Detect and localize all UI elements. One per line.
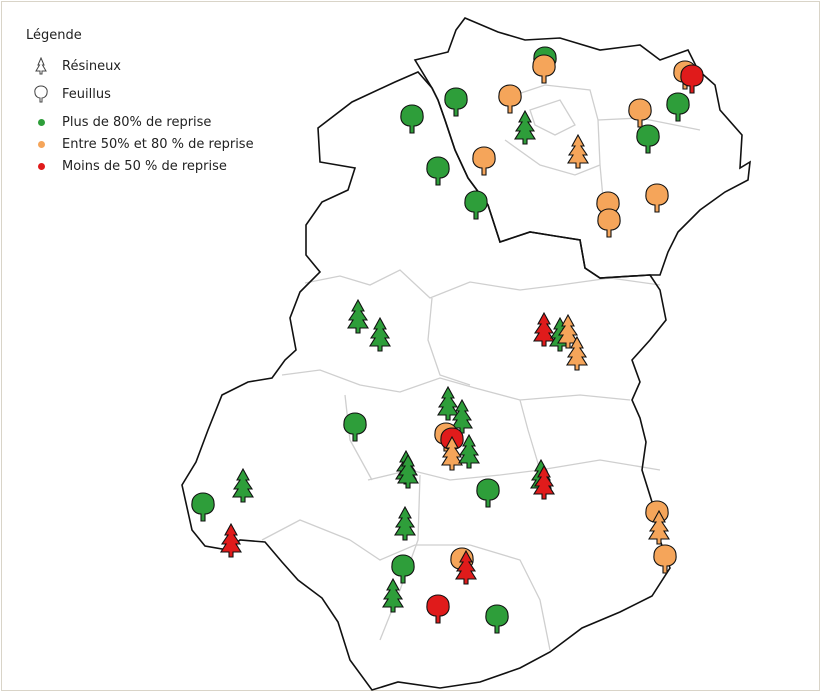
conifer-tree-icon [382,577,404,613]
region-outline [181,71,671,691]
broadleaf-tree-icon [636,124,660,154]
broadleaf-tree-icon [444,87,468,117]
broadleaf-tree-icon [400,104,424,134]
conifer-tree-icon [369,316,391,352]
conifer-tree-icon [458,433,480,469]
inner-boundaries [261,84,701,651]
broadleaf-tree-icon [680,64,704,94]
conifer-tree-icon [347,298,369,334]
broadleaf-tree-icon [532,54,556,84]
boundary-line [349,539,470,561]
broadleaf-tree-icon [191,492,215,522]
broadleaf-tree-icon [597,208,621,238]
conifer-tree-icon [437,385,459,421]
conifer-tree-icon [557,313,579,349]
broadleaf-tree-icon [391,554,415,584]
broadleaf-tree-icon [472,146,496,176]
legend-title: Légende [26,28,82,43]
broadleaf-tree-icon [343,412,367,442]
green-dot-icon [37,118,45,126]
broadleaf-tree-icon [426,156,450,186]
boundary-line [529,99,576,136]
conifer-tree-icon [533,464,555,500]
broadleaf-tree-icon [476,478,500,508]
legend-item-low: Moins de 50 % de reprise [26,155,254,177]
conifer-tree-icon [567,133,589,169]
boundary-line [469,544,551,651]
broadleaf-tree-icon [666,92,690,122]
conifer-tree-icon [455,549,477,585]
conifer-tree-icon [566,335,588,371]
orange-dot-icon [37,140,45,148]
conifer-tree-icon [397,453,419,489]
boundary-line [344,394,373,481]
broadleaf-tree-icon [498,84,522,114]
broadleaf-tree-icon [628,98,652,128]
broadleaf-tree-icon [485,604,509,634]
conifer-tree-icon [232,467,254,503]
broadleaf-outline-icon [26,85,56,103]
boundary-line [504,139,601,176]
red-dot-icon [37,162,45,170]
boundary-line [261,519,351,541]
conifer-tree-icon [394,505,416,541]
conifer-outline-icon [26,57,56,75]
conifer-tree-icon [533,311,555,347]
legend-label: Entre 50% et 80 % de reprise [62,136,254,152]
legend-label: Résineux [62,58,122,74]
legend-label: Plus de 80% de reprise [62,114,212,130]
legend-item-resineux: Résineux [26,55,254,77]
conifer-tree-icon [441,435,463,471]
boundary-line [304,269,661,299]
conifer-tree-icon [648,509,670,545]
legend-item-mid: Entre 50% et 80 % de reprise [26,133,254,155]
legend-label: Feuillus [62,86,111,102]
broadleaf-tree-icon [464,190,488,220]
boundary-line [281,369,631,401]
conifer-tree-icon [514,109,536,145]
legend: Légende Résineux Feuillus Plus de 80% de… [26,28,254,177]
boundary-line [514,84,606,221]
planting-sites [191,46,704,634]
broadleaf-tree-icon [426,594,450,624]
boundary-line [427,297,471,386]
legend-item-high: Plus de 80% de reprise [26,111,254,133]
conifer-tree-icon [220,522,242,558]
broadleaf-tree-icon [645,183,669,213]
boundary-line [519,399,541,471]
north-region-outline [413,17,751,279]
legend-label: Moins de 50 % de reprise [62,158,227,174]
legend-item-feuillus: Feuillus [26,77,254,111]
broadleaf-tree-icon [653,544,677,574]
